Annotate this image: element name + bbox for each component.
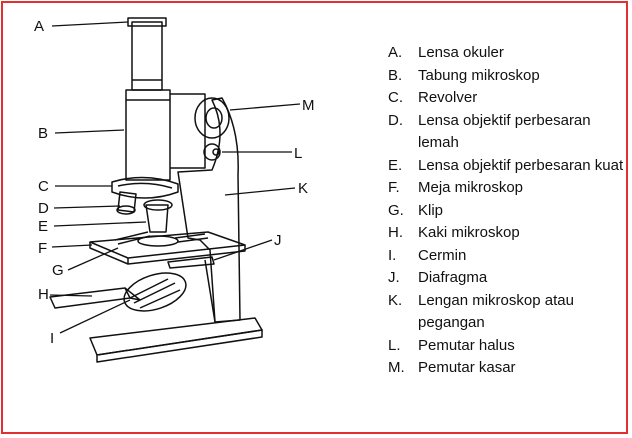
part-labels: A B C D E F G H I J K L M <box>34 18 315 347</box>
fine-knob <box>203 143 221 161</box>
legend-item: A.Lensa okuler <box>388 44 504 61</box>
legend-item: F.Meja mikroskop <box>388 179 524 196</box>
label-l: L <box>294 145 302 162</box>
label-a: A <box>34 18 44 35</box>
label-k: K <box>298 180 308 197</box>
legend-item: D.Lensa objektif perbesaran lemah <box>388 111 591 152</box>
objective-high <box>145 204 169 233</box>
legend-item: E.Lensa objektif perbesaran kuat <box>388 156 624 174</box>
legend-item: K.Lengan mikroskop atau pegangan <box>388 291 574 332</box>
legend-item: C.Revolver <box>388 89 478 106</box>
label-d: D <box>38 200 49 217</box>
label-h: H <box>38 286 49 303</box>
label-g: G <box>52 262 64 279</box>
label-j: J <box>274 232 282 249</box>
legend-item: G.Klip <box>388 201 444 219</box>
legend-list: A.Lensa okuler B.Tabung mikroskop C.Revo… <box>388 42 624 380</box>
legend-item: J.Diafragma <box>388 269 488 286</box>
label-m: M <box>302 97 315 114</box>
microscope-drawing <box>49 17 263 363</box>
eyepiece-tube <box>131 21 163 91</box>
legend-item: H.Kaki mikroskop <box>388 224 520 241</box>
legend-item: B.Tabung mikroskop <box>388 66 540 84</box>
stage-clip <box>114 231 151 245</box>
revolver <box>111 176 179 199</box>
label-i: I <box>50 330 54 347</box>
label-b: B <box>38 125 48 142</box>
legend-item: I.Cermin <box>388 246 467 264</box>
label-f: F <box>38 240 47 257</box>
legend-item: M.Pemutar kasar <box>388 359 516 376</box>
legend-item: L.Pemutar halus <box>388 336 515 354</box>
stage-aperture <box>137 235 179 247</box>
label-c: C <box>38 178 49 195</box>
body-tube <box>125 89 171 181</box>
leader-lines <box>49 21 301 334</box>
diaphragm <box>167 256 215 269</box>
coarse-knob <box>194 97 230 139</box>
label-e: E <box>38 218 48 235</box>
